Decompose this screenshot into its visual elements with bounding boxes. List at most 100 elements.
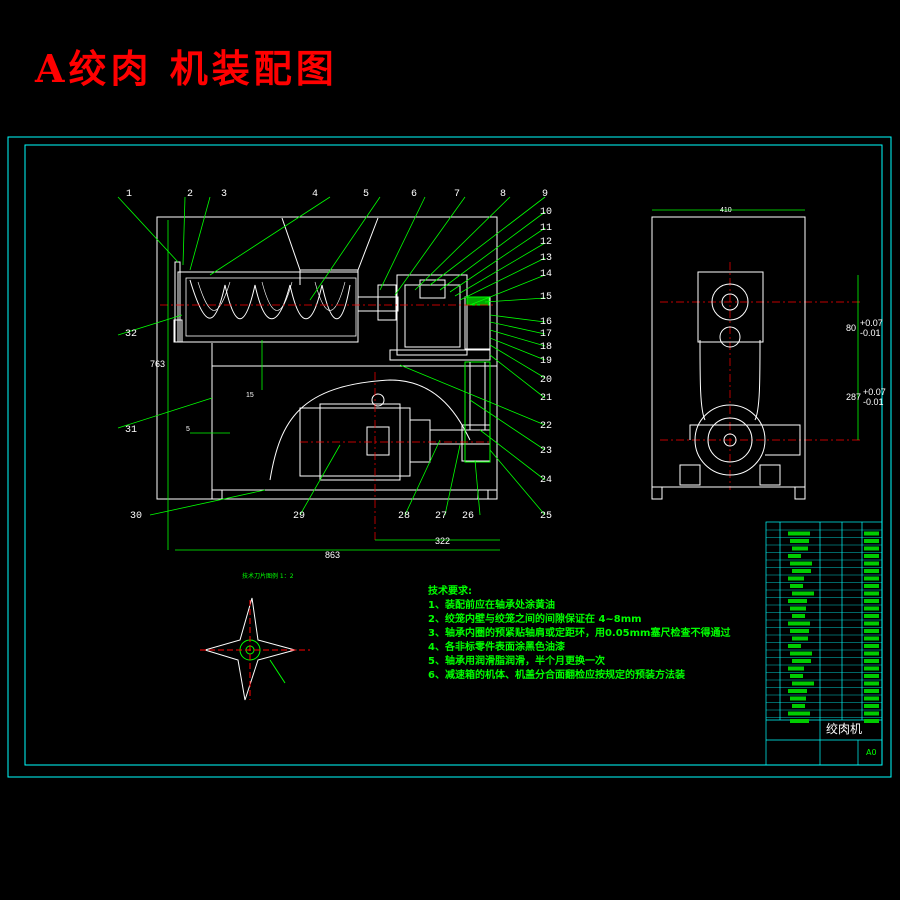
dim-height: 763 bbox=[150, 359, 165, 369]
parts-list-entry-mark bbox=[864, 546, 879, 551]
parts-list-entry-mark bbox=[790, 539, 809, 543]
title-block-scale: A0 bbox=[866, 748, 877, 757]
part-label: 18 bbox=[540, 342, 552, 353]
parts-list-entry-mark bbox=[864, 651, 879, 656]
parts-list-entry-mark bbox=[864, 659, 879, 663]
dim-side-1-tol-lower: -0.01 bbox=[860, 328, 881, 338]
part-label: 24 bbox=[540, 475, 552, 486]
part-label: 27 bbox=[435, 511, 447, 522]
part-label: 9 bbox=[542, 189, 548, 200]
part-label: 4 bbox=[312, 189, 318, 200]
parts-list-entry-mark bbox=[864, 591, 879, 596]
parts-list-entry-mark bbox=[864, 644, 879, 648]
parts-list-entry-mark bbox=[864, 569, 879, 573]
dim-small: 15 bbox=[246, 392, 254, 399]
dim-side-1-tol-upper: +0.07 bbox=[860, 318, 883, 328]
parts-list-entry-mark bbox=[864, 704, 879, 708]
parts-list-entry-mark bbox=[864, 674, 879, 678]
parts-list-entry-mark bbox=[790, 719, 809, 723]
parts-list-entry-mark bbox=[788, 689, 807, 693]
part-label: 2 bbox=[187, 189, 193, 200]
parts-list-entry-mark bbox=[864, 539, 879, 543]
parts-list-entry-mark bbox=[864, 584, 879, 588]
parts-list-entry-mark bbox=[792, 636, 808, 641]
drawing-title: A绞肉 机装配图 bbox=[35, 46, 338, 91]
part-label: 15 bbox=[540, 292, 552, 303]
parts-list-entry-mark bbox=[864, 636, 879, 641]
parts-list bbox=[765, 521, 883, 766]
part-label: 32 bbox=[125, 329, 137, 340]
parts-list-entry-mark bbox=[792, 681, 814, 686]
dim-side-2: 287 bbox=[846, 392, 861, 402]
parts-list-entry-mark bbox=[864, 561, 879, 566]
detail-view-label: 技术刀片图例 1：2 bbox=[242, 572, 294, 580]
part-label: 22 bbox=[540, 421, 552, 432]
parts-list-entry-mark bbox=[788, 621, 810, 626]
parts-list-entry-mark bbox=[864, 689, 879, 693]
parts-list-entry-mark bbox=[788, 554, 801, 558]
parts-list-entry-mark bbox=[788, 531, 810, 536]
parts-list-entry-mark bbox=[790, 629, 809, 633]
parts-rows bbox=[766, 529, 882, 723]
dim-side-1: 80 bbox=[846, 323, 856, 333]
title-block-name: 绞肉机 bbox=[826, 721, 862, 736]
dimension-lines bbox=[167, 209, 859, 551]
centerlines bbox=[160, 262, 860, 540]
parts-list-entry-mark bbox=[792, 546, 808, 551]
part-label: 25 bbox=[540, 511, 552, 522]
parts-list-entry-mark bbox=[792, 704, 805, 708]
tech-requirement-item: 4、各非标零件表面涂黑色油漆 bbox=[428, 640, 565, 653]
part-label: 19 bbox=[540, 356, 552, 367]
part-label: 20 bbox=[540, 375, 552, 386]
tech-requirement-item: 5、轴承用润滑脂润滑，半个月更换一次 bbox=[428, 654, 605, 667]
tech-requirement-item: 2、绞笼内壁与绞笼之间的间隙保证在 4~8mm bbox=[428, 612, 642, 625]
tech-requirement-item: 3、轴承内圈的预紧贴轴肩或定距环，用0.05mm塞尺检查不得通过 bbox=[428, 626, 730, 639]
parts-list-entry-mark bbox=[864, 629, 879, 633]
dim-width-total: 863 bbox=[325, 550, 340, 560]
part-label: 3 bbox=[221, 189, 227, 200]
parts-list-entry-mark bbox=[788, 599, 807, 603]
part-label: 31 bbox=[125, 425, 137, 436]
part-label: 28 bbox=[398, 511, 410, 522]
parts-list-entry-mark bbox=[790, 696, 806, 701]
part-label: 7 bbox=[454, 189, 460, 200]
dim-small-2: 5 bbox=[186, 426, 190, 433]
parts-list-entry-mark bbox=[864, 576, 879, 581]
parts-list-entry-mark bbox=[792, 659, 811, 663]
parts-list-entry-mark bbox=[864, 719, 879, 723]
parts-list-entry-mark bbox=[864, 711, 879, 716]
part-label: 13 bbox=[540, 253, 552, 264]
part-label: 14 bbox=[540, 269, 552, 280]
parts-list-entry-mark bbox=[792, 569, 811, 573]
part-label: 10 bbox=[540, 207, 552, 218]
parts-list-entry-mark bbox=[864, 614, 879, 618]
part-label: 6 bbox=[411, 189, 417, 200]
dim-width-partial: 322 bbox=[435, 536, 450, 546]
part-label: 29 bbox=[293, 511, 305, 522]
tech-requirements-heading: 技术要求: bbox=[428, 584, 472, 597]
leader-lines bbox=[117, 196, 546, 516]
parts-list-entry-mark bbox=[790, 606, 806, 611]
parts-list-entry-mark bbox=[864, 606, 879, 611]
part-label: 8 bbox=[500, 189, 506, 200]
parts-list-entry-mark bbox=[792, 614, 805, 618]
part-label: 17 bbox=[540, 329, 552, 340]
part-label: 12 bbox=[540, 237, 552, 248]
part-label: 11 bbox=[540, 223, 552, 234]
parts-list-entry-mark bbox=[864, 666, 879, 671]
parts-list-entry-mark bbox=[790, 561, 812, 566]
parts-list-entry-mark bbox=[790, 584, 803, 588]
tech-requirement-item: 6、减速箱的机体、机盖分合面翻检应按规定的预装方法装 bbox=[428, 668, 685, 681]
parts-list-entry-mark bbox=[788, 644, 801, 648]
dim-side-2-tol-lower: -0.01 bbox=[863, 397, 884, 407]
parts-list-entry-mark bbox=[864, 621, 879, 626]
parts-list-entry-mark bbox=[790, 674, 803, 678]
parts-list-entry-mark bbox=[864, 696, 879, 701]
parts-list-entry-mark bbox=[788, 666, 804, 671]
parts-list-entry-mark bbox=[864, 554, 879, 558]
inner-frame bbox=[24, 144, 883, 766]
dim-side-2-tol-upper: +0.07 bbox=[863, 387, 886, 397]
parts-list-entry-mark bbox=[788, 576, 804, 581]
part-label: 26 bbox=[462, 511, 474, 522]
part-label: 30 bbox=[130, 511, 142, 522]
